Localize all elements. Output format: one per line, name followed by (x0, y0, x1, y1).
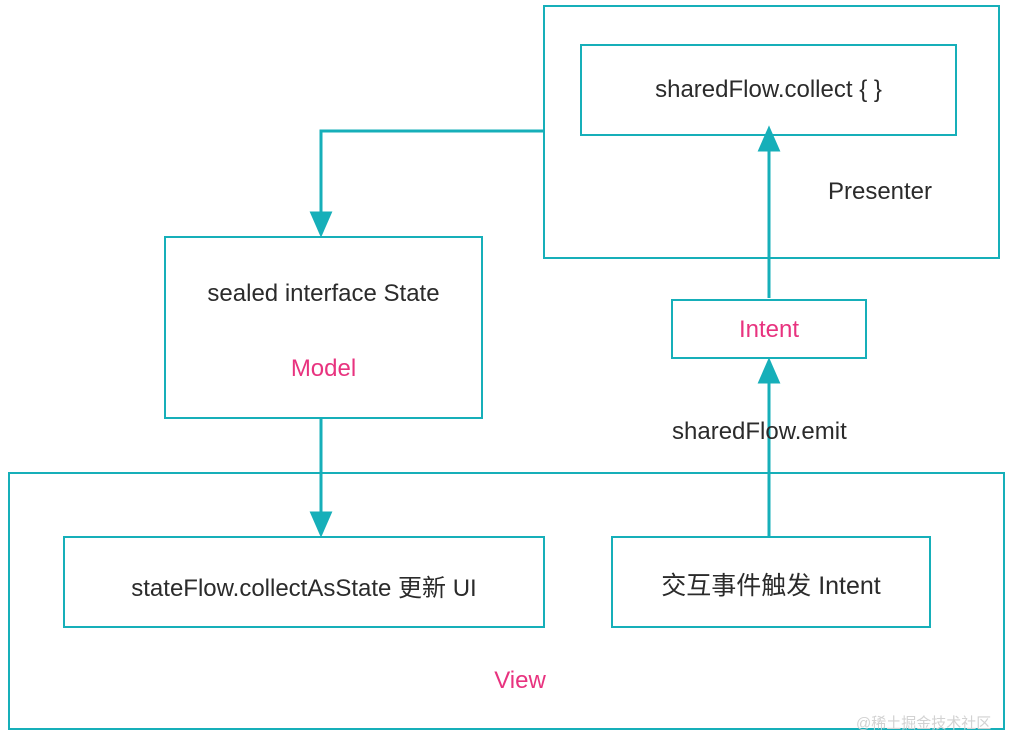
shared-flow-collect-label: sharedFlow.collect { } (655, 76, 882, 103)
model-box (164, 236, 483, 419)
shared-flow-emit-label: sharedFlow.emit (672, 418, 847, 445)
shared-flow-collect-box (580, 44, 957, 136)
model-box-label: sealed interface State (207, 280, 440, 307)
interaction-box-label: 交互事件触发 Intent (661, 572, 881, 600)
view-container (8, 472, 1005, 730)
state-flow-collect-label: stateFlow.collectAsState 更新 UI (131, 575, 477, 602)
state-flow-collect-box (63, 536, 545, 628)
connector-presenter-to-model (309, 129, 543, 238)
interaction-box (611, 536, 931, 628)
intent-box-label: Intent (738, 316, 800, 343)
intent-box (671, 299, 867, 359)
model-box-sublabel: Model (290, 355, 357, 382)
presenter-container (543, 5, 1000, 259)
watermark: @稀土掘金技术社区 (856, 715, 992, 732)
presenter-container-label: Presenter (827, 178, 933, 205)
view-container-label: View (494, 667, 546, 694)
